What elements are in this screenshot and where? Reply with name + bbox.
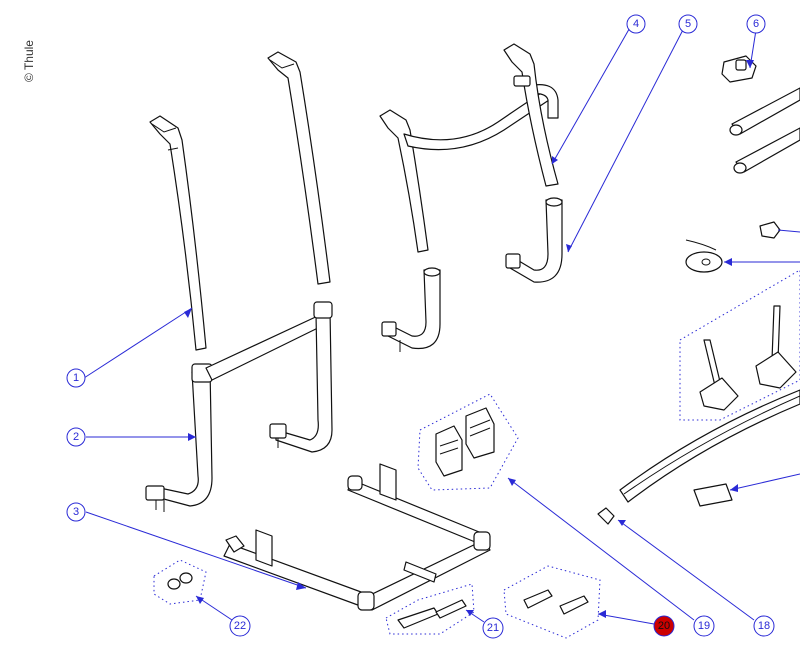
- callout-21: 21: [482, 617, 504, 639]
- part-20-clamps: [523, 589, 589, 615]
- callout-22-label: 22: [234, 620, 246, 632]
- callout-6: 6: [746, 14, 766, 34]
- callout-3: 3: [66, 502, 86, 522]
- part-21-brackets: [397, 599, 467, 629]
- middle-curved-tube: [267, 51, 331, 285]
- callout-5: 5: [678, 14, 698, 34]
- callout-2-label: 2: [73, 431, 79, 443]
- callout-18-label: 18: [758, 620, 770, 632]
- callout-22: 22: [229, 615, 251, 637]
- callout-3-label: 3: [73, 506, 79, 518]
- part-1-curved-tube: [149, 115, 207, 351]
- part-19-pads: [435, 407, 495, 477]
- callout-20-highlighted: 20: [653, 615, 675, 637]
- part-5-j-tube: [505, 197, 563, 283]
- small-knob: [759, 221, 781, 239]
- wheel-disc: [685, 239, 723, 273]
- callout-20-label: 20: [658, 620, 670, 632]
- copyright-notice: © Thule: [22, 40, 36, 82]
- part-18-end-cap: [597, 507, 615, 525]
- part-20-group-outline: [503, 565, 601, 639]
- callout-18: 18: [753, 615, 775, 637]
- callout-19: 19: [693, 615, 715, 637]
- callout-2: 2: [66, 427, 86, 447]
- leader-lines: [83, 23, 800, 625]
- part-2-u-frame: [145, 301, 333, 512]
- callout-5-label: 5: [685, 18, 691, 30]
- part-4-tube: [503, 43, 559, 187]
- callout-1-label: 1: [73, 372, 79, 384]
- part-21-group-outline: [385, 583, 475, 635]
- callout-19-label: 19: [698, 620, 710, 632]
- callout-21-label: 21: [487, 622, 499, 634]
- part-22-nuts: [167, 572, 193, 590]
- ratchet-straps: [699, 305, 797, 411]
- wheel-rail: [619, 389, 800, 507]
- callout-1: 1: [66, 368, 86, 388]
- callout-4: 4: [626, 14, 646, 34]
- callout-4-label: 4: [633, 18, 639, 30]
- right-group-outline: [679, 269, 800, 421]
- callout-6-label: 6: [753, 18, 759, 30]
- upper-rail-bars: [729, 87, 800, 174]
- part-3-base-frame: [223, 463, 491, 611]
- small-j-tube: [381, 267, 441, 352]
